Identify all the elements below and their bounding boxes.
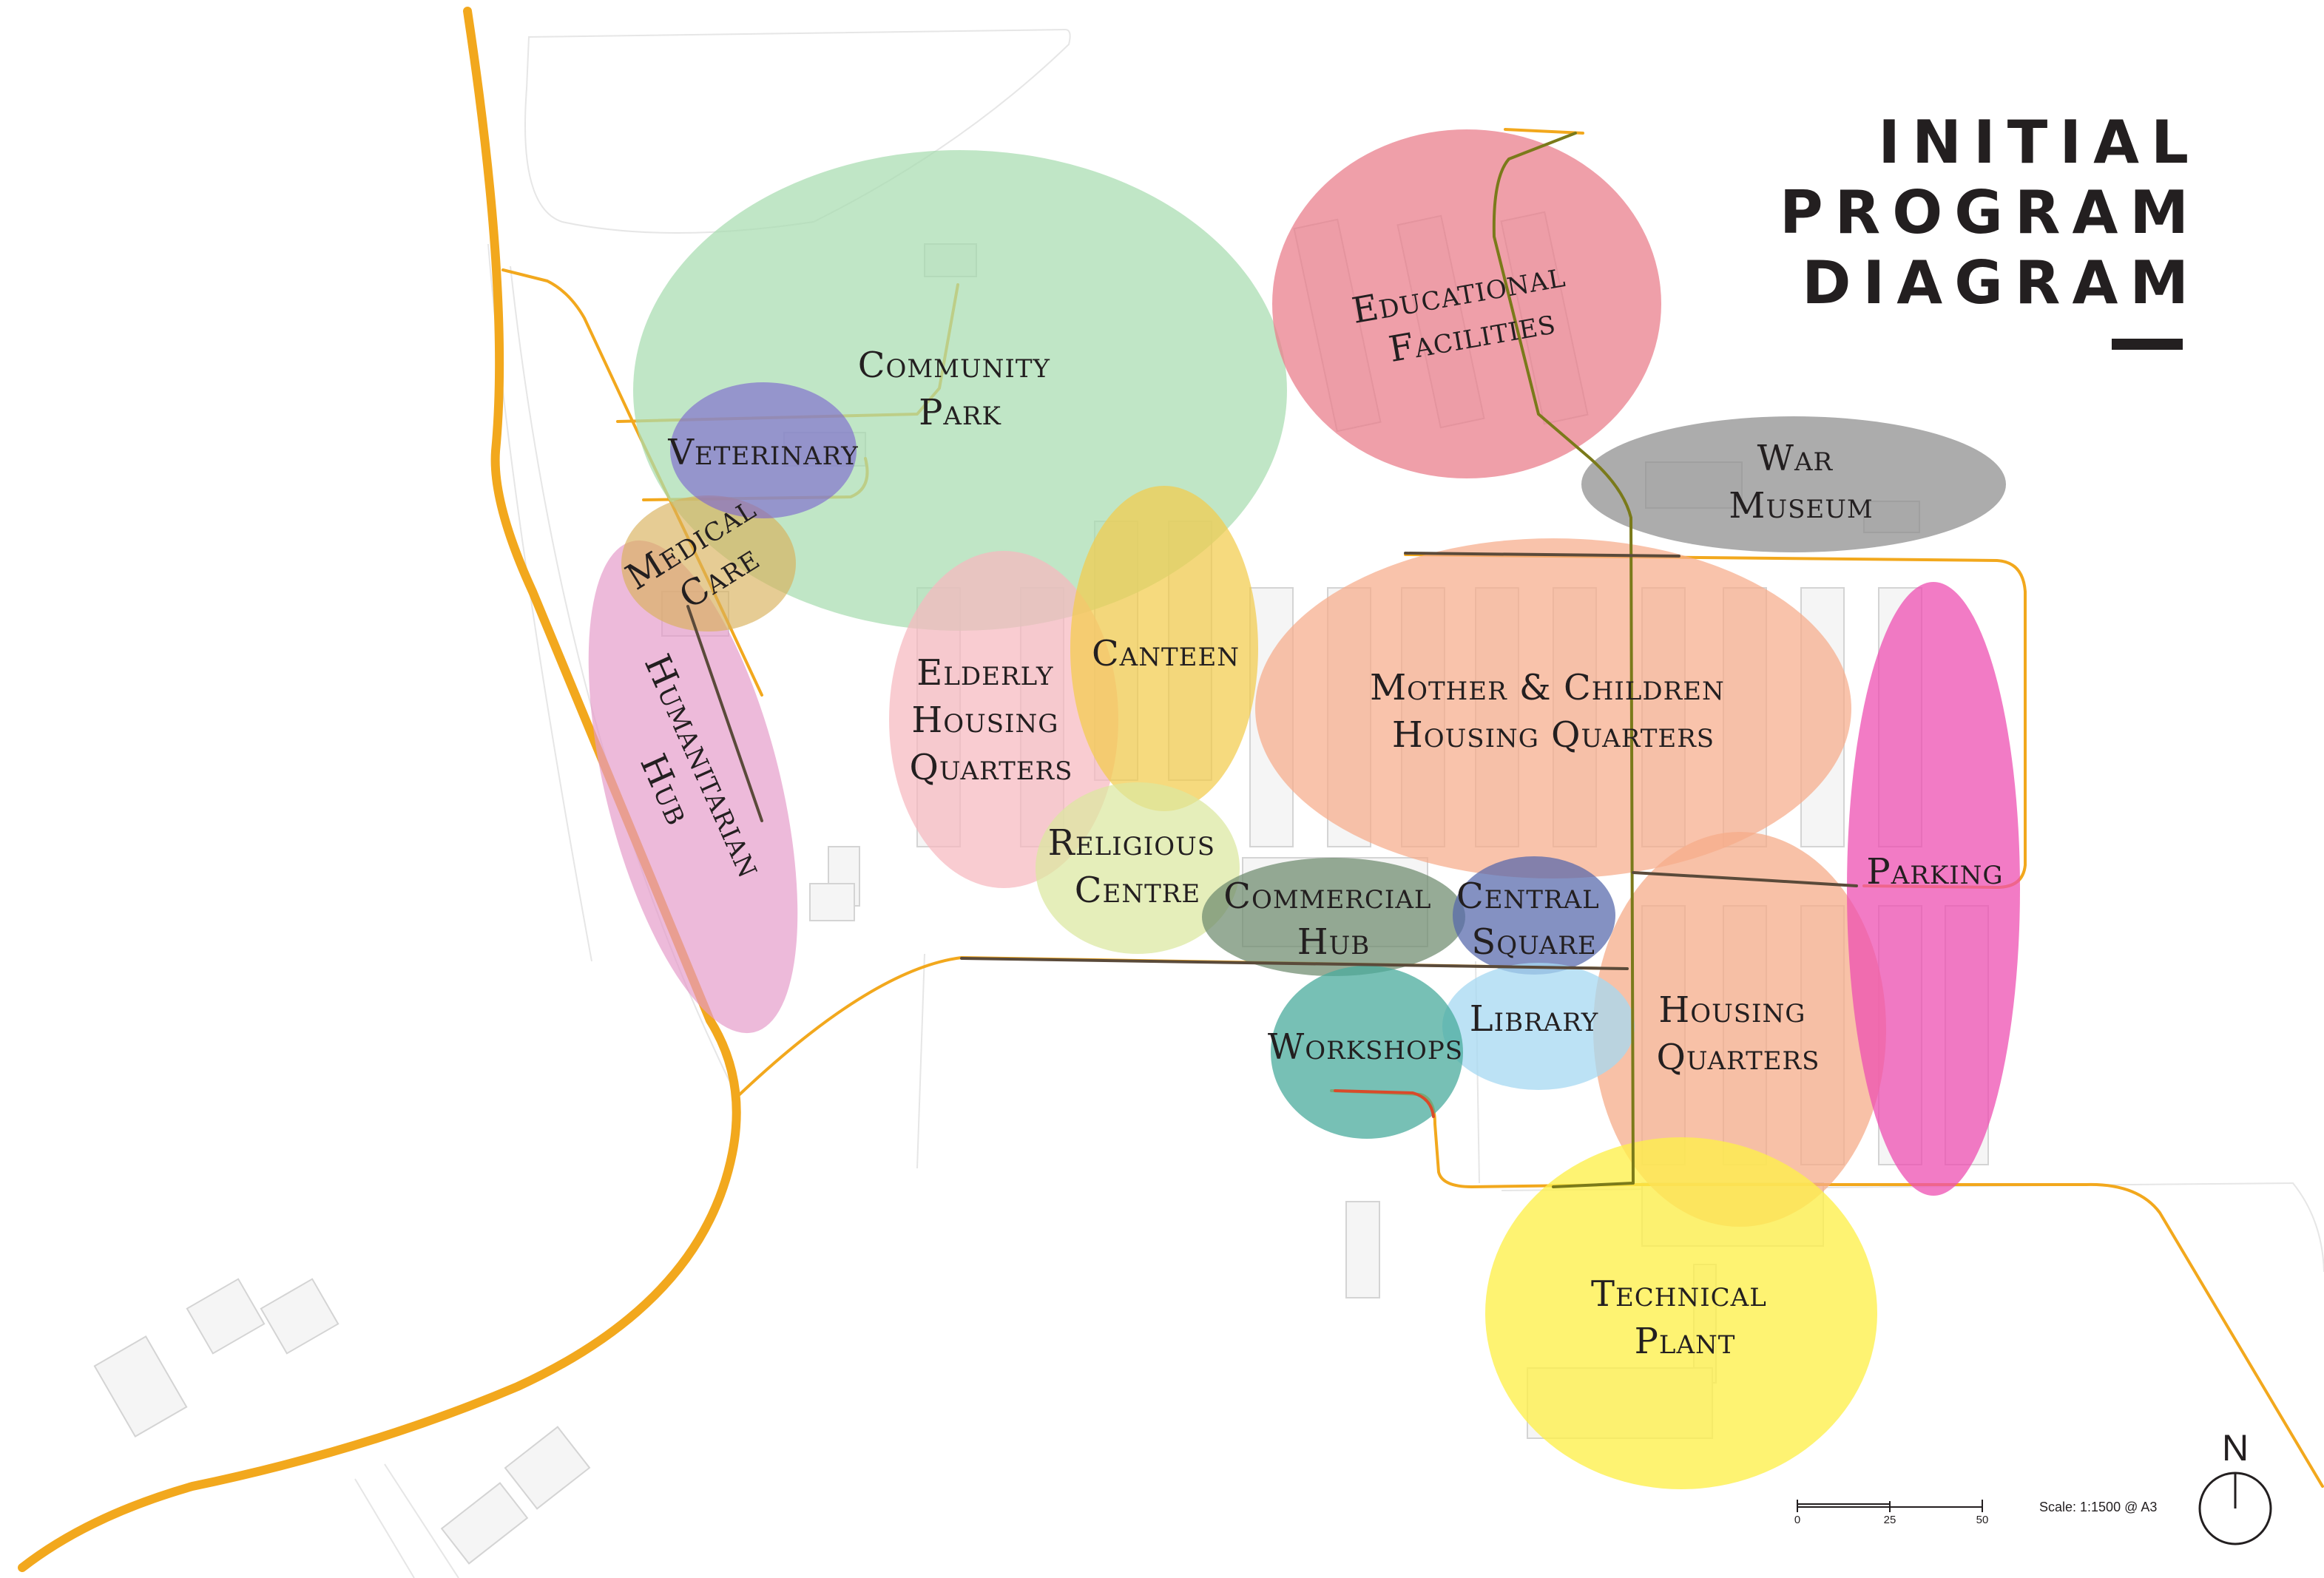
zone-label-line: Museum <box>1729 485 1873 526</box>
zone-label-line: Mother & Children <box>1370 667 1725 708</box>
zone-label-community-park: Community Park <box>858 345 1062 433</box>
zone-label-line: Centre <box>1075 870 1200 911</box>
canteen-zone <box>1070 486 1258 811</box>
zone-label-mother-children-housing: Mother & Children Housing Quarters <box>1370 667 1737 756</box>
title-line-diagram: DIAGRAM <box>1802 248 2200 317</box>
scale-tick-0: 0 <box>1794 1514 1800 1526</box>
scale-note: Scale: 1:1500 @ A3 <box>2039 1500 2157 1514</box>
humanitarian-hub-zone <box>588 540 798 1034</box>
central-square-zone <box>1453 856 1615 975</box>
zone-label-line: Veterinary <box>667 432 858 473</box>
zone-label-line: Commercial <box>1223 876 1431 917</box>
mother-children-housing-zone <box>1255 538 1851 878</box>
zone-label-line: Technical <box>1591 1273 1767 1315</box>
educational-facilities-zone <box>1272 129 1661 478</box>
parking-zone <box>1847 582 2020 1196</box>
zone-label-technical-plant: Technical Plant <box>1591 1273 1779 1362</box>
zone-label-commercial-hub: Commercial Hub <box>1223 876 1444 963</box>
zone-label-line: Plant <box>1635 1321 1736 1362</box>
zone-label-canteen: Canteen <box>1092 633 1240 674</box>
zone-label-parking: Parking <box>1866 851 2003 893</box>
zone-label-line: Community <box>858 345 1050 386</box>
title-line-program: PROGRAM <box>1780 178 2200 247</box>
zone-label-line: Housing Quarters <box>1392 714 1715 756</box>
zone-label-line: Park <box>919 392 1001 433</box>
veterinary-zone <box>670 382 857 518</box>
north-letter: N <box>2222 1427 2249 1469</box>
library-zone <box>1442 963 1635 1090</box>
zone-label-workshops: Workshops <box>1268 1026 1463 1068</box>
scale-tick-25: 25 <box>1884 1514 1896 1526</box>
zone-label-line: War <box>1757 438 1834 479</box>
zone-label-line: Quarters <box>1657 1037 1820 1078</box>
zone-label-central-square: Central Square <box>1456 876 1612 963</box>
zone-label-line: Workshops <box>1268 1026 1463 1068</box>
zone-label-line: Parking <box>1866 851 2003 893</box>
zone-label-line: Canteen <box>1092 633 1240 674</box>
commercial-hub-zone <box>1202 858 1465 976</box>
zone-label-housing-quarters: Housing Quarters <box>1657 989 1820 1078</box>
title-line-initial: INITIAL <box>1878 108 2200 177</box>
war-museum-zone <box>1581 416 2006 552</box>
zone-label-veterinary: Veterinary <box>667 432 858 473</box>
title-block: INITIAL PROGRAM DIAGRAM <box>1780 108 2200 350</box>
zone-label-line: Library <box>1470 998 1598 1040</box>
medical-care-zone <box>621 495 796 631</box>
main-road <box>18 7 741 1572</box>
program-zones <box>588 129 2020 1489</box>
elderly-housing-zone <box>889 551 1118 888</box>
zone-label-line: Quarters <box>910 747 1073 788</box>
zone-label-religious-centre: Religious Centre <box>1048 822 1228 911</box>
scale-bar <box>1797 1500 1983 1512</box>
technical-plant-zone <box>1485 1137 1877 1489</box>
zone-label-war-museum: War Museum <box>1729 438 1873 526</box>
zone-label-line: Housing <box>911 700 1058 741</box>
zone-label-line: Central <box>1456 876 1600 917</box>
zone-label-line: Hub <box>1297 921 1371 963</box>
overlay-paths <box>686 132 1858 1188</box>
zone-label-line: Square <box>1471 921 1596 963</box>
scale-tick-50: 50 <box>1976 1514 1989 1526</box>
north-arrow-icon: N <box>2198 1427 2272 1545</box>
workshops-zone <box>1271 966 1463 1139</box>
zone-label-line: Elderly <box>916 652 1053 694</box>
title-underline <box>2112 339 2183 350</box>
zone-label-library: Library <box>1470 998 1598 1040</box>
religious-centre-zone <box>1036 782 1240 954</box>
zone-label-line: Religious <box>1048 822 1215 864</box>
housing-quarters-zone <box>1593 832 1886 1227</box>
zone-label-elderly-housing: Elderly Housing Quarters <box>910 652 1073 788</box>
zone-label-line: Housing <box>1658 989 1806 1031</box>
